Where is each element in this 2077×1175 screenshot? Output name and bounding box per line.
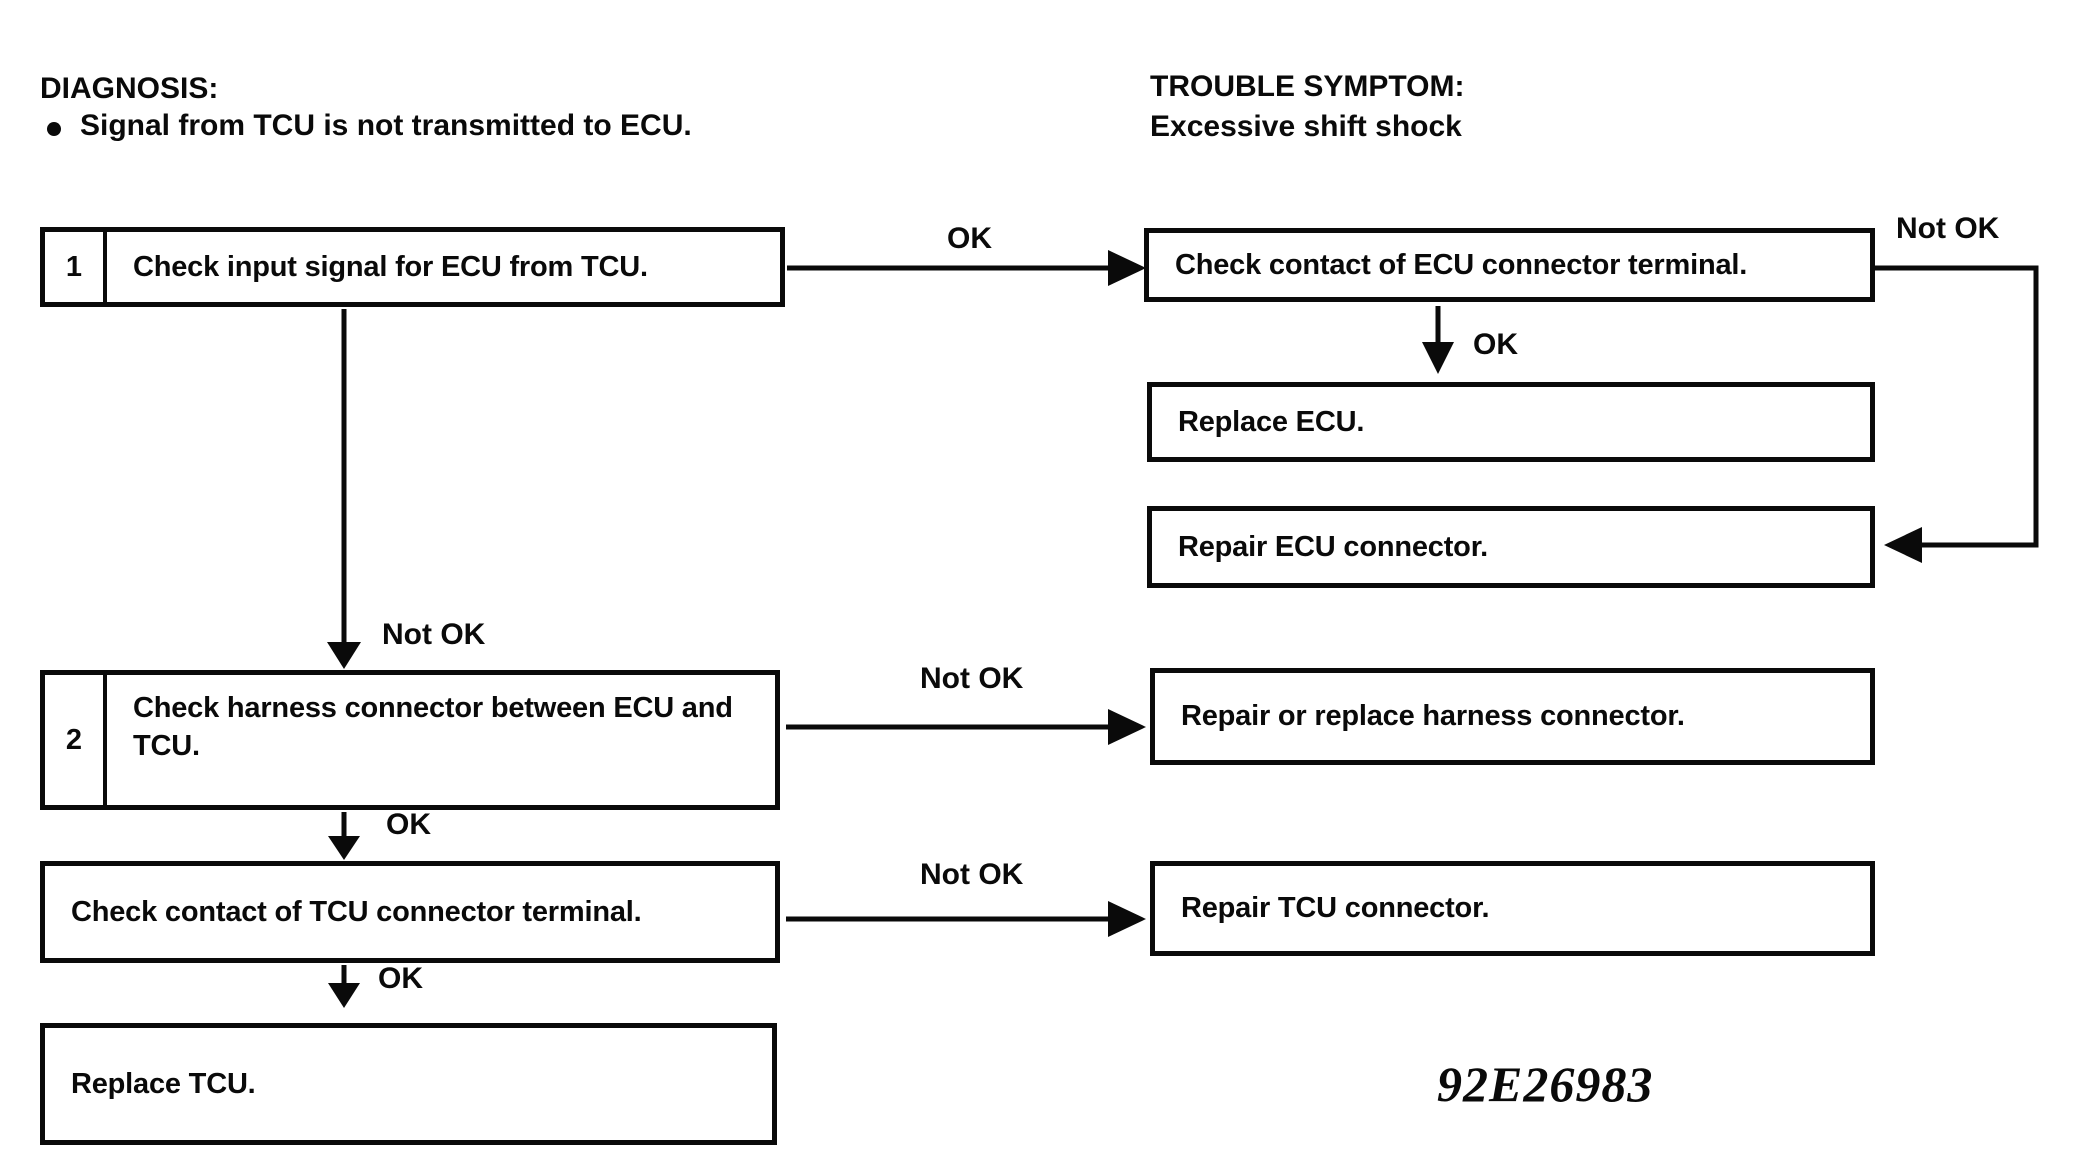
bullet-icon xyxy=(47,122,61,136)
trouble-symptom-title: TROUBLE SYMPTOM: xyxy=(1150,70,1465,103)
figure-id: 92E26983 xyxy=(1437,1056,1654,1112)
step-1-text: Check input signal for ECU from TCU. xyxy=(133,250,648,283)
step-2-number: 2 xyxy=(45,675,107,805)
repair-harness-connector-text: Repair or replace harness connector. xyxy=(1181,700,1685,733)
label-tcu-terminal-ok: OK xyxy=(378,962,423,995)
step-1-box: 1 Check input signal for ECU from TCU. xyxy=(40,227,785,307)
repair-harness-connector-box: Repair or replace harness connector. xyxy=(1150,668,1875,765)
replace-tcu-box: Replace TCU. xyxy=(40,1023,777,1145)
label-step1-not-ok: Not OK xyxy=(382,618,486,651)
replace-ecu-text: Replace ECU. xyxy=(1178,405,1365,438)
check-tcu-terminal-text: Check contact of TCU connector terminal. xyxy=(71,895,642,928)
repair-ecu-connector-text: Repair ECU connector. xyxy=(1178,530,1489,563)
diagnosis-item: Signal from TCU is not transmitted to EC… xyxy=(80,109,692,142)
label-tcu-terminal-not-ok: Not OK xyxy=(920,858,1024,891)
diagnosis-title: DIAGNOSIS: xyxy=(40,72,219,105)
label-ecu-terminal-not-ok: Not OK xyxy=(1896,212,2000,245)
step-2-text: Check harness connector between ECU and … xyxy=(133,692,733,763)
label-ecu-terminal-ok: OK xyxy=(1473,328,1518,361)
trouble-symptom-text: Excessive shift shock xyxy=(1150,110,1462,143)
step-2-box: 2 Check harness connector between ECU an… xyxy=(40,670,780,810)
check-ecu-terminal-text: Check contact of ECU connector terminal. xyxy=(1175,248,1748,281)
step-1-number: 1 xyxy=(45,232,107,302)
check-tcu-terminal-box: Check contact of TCU connector terminal. xyxy=(40,861,780,963)
label-step2-not-ok: Not OK xyxy=(920,662,1024,695)
label-step1-ok: OK xyxy=(947,222,992,255)
repair-ecu-connector-box: Repair ECU connector. xyxy=(1147,506,1875,588)
check-ecu-terminal-box: Check contact of ECU connector terminal. xyxy=(1144,228,1875,302)
replace-tcu-text: Replace TCU. xyxy=(71,1067,256,1100)
repair-tcu-connector-box: Repair TCU connector. xyxy=(1150,861,1875,956)
replace-ecu-box: Replace ECU. xyxy=(1147,382,1875,462)
repair-tcu-connector-text: Repair TCU connector. xyxy=(1181,892,1490,925)
label-step2-ok: OK xyxy=(386,808,431,841)
